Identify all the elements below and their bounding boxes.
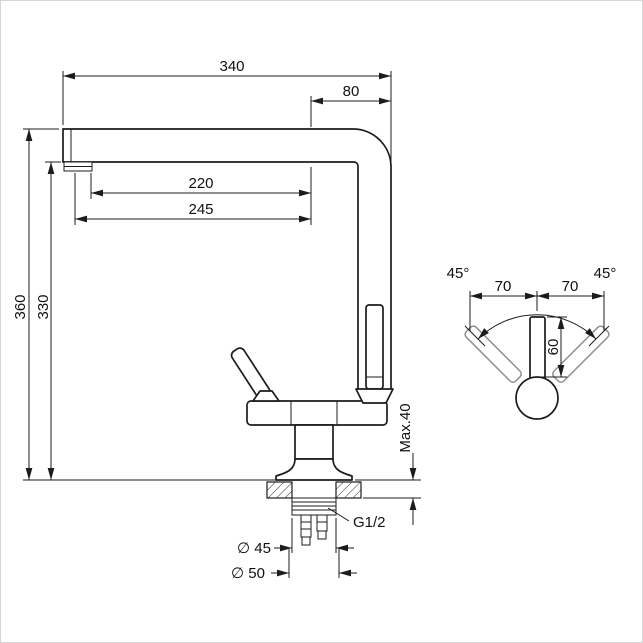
dim-360-label: 360 — [12, 294, 29, 319]
counter-plate-left — [266, 481, 293, 499]
dim-max40-label: Max.40 — [397, 403, 414, 452]
dim-220-label: 220 — [188, 175, 213, 192]
angle-left-label: 45° — [447, 265, 470, 282]
left-lever-boss — [252, 390, 280, 402]
dim-245: 245 — [74, 173, 311, 225]
dim-80-label: 80 — [343, 83, 360, 100]
dim-220: 220 — [90, 167, 312, 225]
dim-80: 80 — [310, 83, 391, 127]
dim-dia45: ∅ 45 — [237, 518, 354, 557]
detail-ball — [515, 376, 559, 420]
lever-60-label: 60 — [545, 339, 562, 356]
angle-right-label: 45° — [594, 265, 617, 282]
thread-callout: G1/2 — [327, 507, 386, 531]
dim-dia50: ∅ 50 — [231, 549, 357, 582]
faucet-spout — [62, 128, 392, 390]
dia-45-label: ∅ 45 — [237, 540, 271, 557]
base-flange — [275, 458, 353, 481]
dia-50-label: ∅ 50 — [231, 565, 265, 582]
body-column — [294, 424, 334, 460]
dim-340: 340 — [62, 58, 392, 163]
counter-plate-right — [335, 481, 362, 499]
mounting-area — [266, 481, 362, 546]
dim-60: 60 — [539, 316, 567, 378]
swing-70-left-label: 70 — [495, 278, 512, 295]
supply-hoses — [300, 514, 328, 546]
body-bar — [246, 400, 388, 426]
body-assembly — [230, 347, 394, 481]
thread-g12-label: G1/2 — [353, 514, 386, 531]
dim-330: 330 — [35, 161, 61, 480]
dim-70: 70 70 — [469, 278, 605, 331]
dim-360: 360 — [12, 128, 276, 481]
dim-max40: Max.40 — [355, 403, 421, 525]
detail-swing-arc — [477, 314, 597, 340]
dim-340-label: 340 — [219, 58, 244, 75]
swing-70-right-label: 70 — [562, 278, 579, 295]
dim-330-label: 330 — [35, 294, 52, 319]
riser-joint-cone — [355, 388, 394, 404]
detail-view: 45° 45° 70 70 60 — [447, 265, 617, 420]
dim-245-label: 245 — [188, 201, 213, 218]
right-lever — [365, 304, 384, 390]
